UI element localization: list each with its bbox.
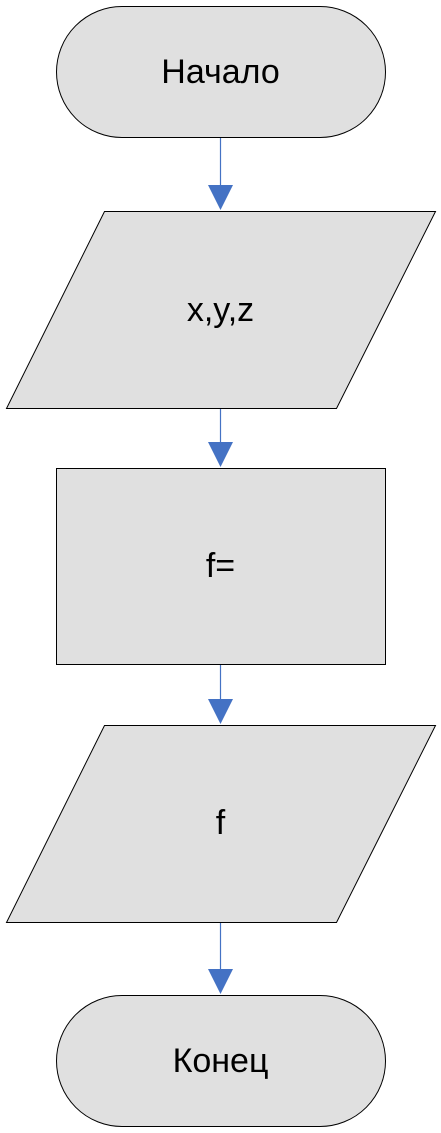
connector-output-to-end <box>208 922 233 994</box>
node-label-process: f= <box>206 547 235 585</box>
process-rectangle-shape <box>56 468 386 665</box>
node-label-start: Начало <box>161 53 279 91</box>
arrowhead-icon <box>208 442 233 467</box>
arrowhead-icon <box>208 699 233 724</box>
node-process: f= <box>56 468 386 665</box>
connector-input-to-process <box>208 408 233 467</box>
node-input: x,y,z <box>5 211 437 409</box>
connectors <box>208 138 233 994</box>
node-end: Конец <box>56 995 386 1127</box>
terminator-shape <box>56 6 386 138</box>
arrowhead-icon <box>208 969 233 994</box>
node-label-end: Конец <box>173 1042 269 1080</box>
arrowhead-icon <box>208 185 233 210</box>
terminator-shape <box>56 995 386 1127</box>
connector-process-to-output <box>208 665 233 724</box>
connector-start-to-input <box>208 138 233 210</box>
node-label-input: x,y,z <box>187 291 254 329</box>
node-label-output: f <box>216 804 226 842</box>
node-output: f <box>5 725 437 923</box>
parallelogram-shape <box>5 725 437 923</box>
node-start: Начало <box>56 6 386 138</box>
parallelogram-shape <box>5 211 437 409</box>
